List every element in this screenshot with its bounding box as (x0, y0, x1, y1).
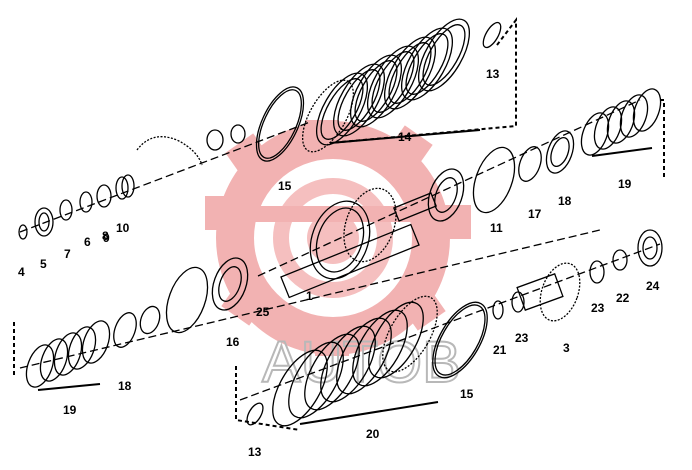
label-part-19-bottom: 19 (63, 403, 77, 417)
label-part-8: 8 (102, 229, 109, 243)
gear-3-group (492, 229, 663, 322)
main-shaft-drum-1 (257, 99, 641, 299)
label-part-23-left: 23 (515, 331, 529, 345)
label-part-18-top: 18 (558, 194, 572, 208)
bracket-20-solid (299, 401, 439, 425)
bracket-19-bottom-solid (37, 383, 101, 391)
bracket-20 (235, 366, 301, 431)
snap-ring-13-top (482, 21, 502, 49)
label-part-13-top: 13 (486, 67, 500, 81)
clutch-plate-pack-14 (301, 18, 471, 153)
label-part-20: 20 (366, 427, 380, 441)
label-part-5: 5 (40, 257, 47, 271)
bracket-19-top-solid (591, 147, 653, 157)
label-part-21: 21 (493, 343, 507, 357)
label-part-19-top: 19 (618, 177, 632, 191)
label-part-22: 22 (616, 291, 630, 305)
label-part-18-bottom: 18 (118, 379, 132, 393)
label-part-25: 25 (256, 305, 270, 319)
watermark-logo (205, 120, 471, 356)
label-part-11: 11 (490, 221, 503, 235)
bracket-19-top (660, 99, 665, 180)
label-part-3: 3 (563, 341, 570, 355)
label-part-9: 9 (103, 231, 110, 245)
bracket-14-solid (329, 129, 481, 144)
plate-pack-19-top (580, 88, 662, 156)
label-part-15-top: 15 (278, 179, 292, 193)
label-part-23-right: 23 (591, 301, 605, 315)
label-part-10-visible: 10 (116, 221, 130, 235)
label-part-1: 1 (306, 289, 313, 303)
label-part-6: 6 (84, 235, 91, 249)
label-part-7: 7 (64, 247, 71, 261)
ring-15-top (255, 86, 305, 162)
plate-pack-19-bottom (19, 229, 601, 388)
label-part-15-bottom: 15 (460, 387, 474, 401)
label-part-4: 4 (18, 265, 25, 279)
callout-labels: 1 3 4 5 6 7 8 9 10 11 13 13 14 15 15 16 … (18, 67, 660, 459)
label-part-13-bottom: 13 (248, 445, 262, 459)
bracket-14 (329, 17, 517, 144)
label-part-17: 17 (528, 207, 542, 221)
left-shaft-parts (18, 121, 311, 240)
label-part-14: 14 (398, 130, 412, 144)
label-part-24: 24 (646, 279, 660, 293)
bearing-11-group (427, 130, 575, 222)
label-part-16: 16 (226, 335, 240, 349)
